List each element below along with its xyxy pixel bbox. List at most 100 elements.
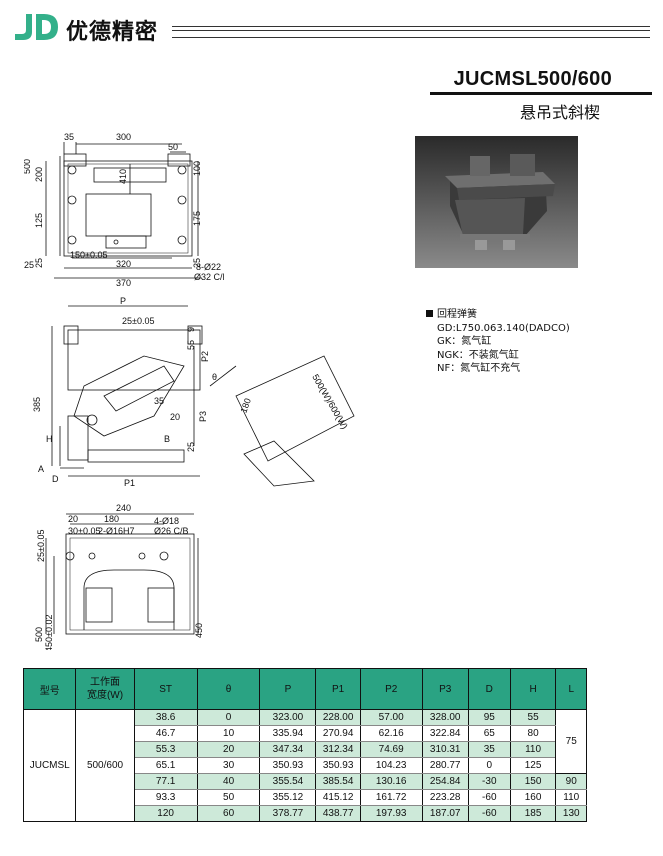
dim-180: 180 (238, 397, 253, 415)
cell: 46.7 (133, 725, 198, 742)
cell: 197.93 (359, 805, 423, 822)
legend-item: NGK：不装氮气缸 (437, 349, 519, 361)
cell: 60 (196, 805, 261, 822)
col-header-st: ST (133, 668, 198, 710)
table-row: 93.3 50 355.12 415.12 161.72 223.28 -60 … (24, 789, 587, 806)
cell: 185 (509, 805, 557, 822)
side-view-drawing: P 25±0.05 9 55 P2 θ 385 35 20 P3 H B 25 … (32, 296, 355, 488)
dim-55: 55 (186, 340, 196, 350)
cell: 120 (133, 805, 198, 822)
cell: 228.00 (315, 709, 361, 726)
cell: 125 (509, 757, 557, 774)
dim-H: H (46, 434, 53, 444)
dim-25: 25 (34, 258, 44, 268)
col-header-p1: P1 (315, 668, 361, 710)
legend-item: NF：氮气缸不充气 (437, 363, 521, 374)
holes-18-label: 4-Ø18 (154, 516, 179, 526)
cell: 95 (467, 709, 511, 726)
model-title: JUCMSL500/600 (453, 68, 612, 90)
cell: 355.54 (259, 773, 317, 790)
cell: 347.34 (259, 741, 317, 758)
cell: 130.16 (359, 773, 423, 790)
cell: 378.77 (259, 805, 317, 822)
top-view-drawing: 35 300 50 500 200 100 410 175 125 25 25 … (24, 132, 224, 288)
dim-385: 385 (32, 397, 42, 412)
cell: 150 (509, 773, 557, 790)
dim-370: 370 (116, 278, 131, 288)
col-header-l: L (555, 668, 587, 710)
legend-title: 回程弹簧 (437, 309, 477, 320)
cell-l: 75 (555, 709, 587, 774)
cell: 0 (467, 757, 511, 774)
dim-25-tol: 25±0.05 (36, 530, 46, 562)
cell: 161.72 (359, 789, 423, 806)
cell: 335.94 (259, 725, 317, 742)
counterbore-label: Ø26 C/B (154, 526, 189, 536)
legend-item: GD:L750.063.140(DADCO) (437, 322, 570, 334)
cell: -60 (467, 789, 511, 806)
spec-table: 型号 工作面 宽度(W) ST θ P P1 P2 P3 D H L JUCMS… (22, 668, 587, 822)
dim-125: 125 (34, 213, 44, 228)
dim-150: 150±0.05 (70, 250, 107, 260)
dim-20: 20 (68, 514, 78, 524)
table-row: 46.7 10 335.94 270.94 62.16 322.84 65 80 (24, 725, 587, 742)
cell: 55 (509, 709, 557, 726)
cell: 57.00 (359, 709, 423, 726)
product-subtitle: 悬吊式斜楔 (519, 103, 600, 122)
brand-name: 优德精密 (66, 20, 159, 45)
cell: 65.1 (133, 757, 198, 774)
dim-50: 50 (168, 142, 178, 152)
cell: 50 (196, 789, 261, 806)
cell: 80 (509, 725, 557, 742)
dim-P: P (120, 296, 126, 306)
dim-450: 450 (194, 623, 204, 638)
cell: 350.93 (315, 757, 361, 774)
cell: 160 (509, 789, 557, 806)
table-row: 65.1 30 350.93 350.93 104.23 280.77 0 12… (24, 757, 587, 774)
dim-450-tol: 450±0.02 (44, 615, 54, 650)
cell: 350.93 (259, 757, 317, 774)
cell: 20 (196, 741, 261, 758)
cell: 55.3 (133, 741, 198, 758)
cell-model: JUCMSL (22, 709, 77, 822)
cell-l: 90 (555, 773, 587, 790)
col-header-p: P (259, 668, 317, 710)
cell: 30 (196, 757, 261, 774)
cell: 322.84 (421, 725, 469, 742)
cell: 385.54 (315, 773, 361, 790)
dim-100: 100 (192, 161, 202, 176)
cell-width: 500/600 (75, 709, 135, 822)
label-A: A (38, 464, 44, 474)
col-header-d: D (467, 668, 511, 710)
cell: 415.12 (315, 789, 361, 806)
dim-P1: P1 (124, 478, 135, 488)
cell: 77.1 (133, 773, 198, 790)
pin-label: 2-Ø16H7 (98, 526, 135, 536)
cell-l: 130 (555, 805, 587, 822)
model-rule (430, 92, 652, 95)
dim-25-tol: 25±0.05 (122, 316, 154, 326)
cell: 438.77 (315, 805, 361, 822)
cell: 355.12 (259, 789, 317, 806)
dim-410: 410 (118, 169, 128, 184)
dim-320: 320 (116, 259, 131, 269)
dim-500: 500 (34, 627, 44, 642)
table-row: JUCMSL 500/600 38.6 0 323.00 228.00 57.0… (22, 709, 587, 822)
table-row: 120 60 378.77 438.77 197.93 187.07 -60 1… (24, 805, 587, 822)
cell: 40 (196, 773, 261, 790)
legend-item: GK：氮气缸 (437, 336, 492, 347)
dim-25: 25 (192, 258, 202, 268)
dim-width: 500(W)/600(W) (310, 373, 349, 431)
cell: 310.31 (421, 741, 469, 758)
cell: 74.69 (359, 741, 423, 758)
dim-9: 9 (186, 327, 196, 332)
cell: 254.84 (421, 773, 469, 790)
cell: 10 (196, 725, 261, 742)
dim-D: D (52, 474, 59, 484)
dim-200: 200 (34, 167, 44, 182)
cell: -30 (467, 773, 511, 790)
cell: 62.16 (359, 725, 423, 742)
cell: 270.94 (315, 725, 361, 742)
dim-P3: P3 (198, 411, 208, 422)
dim-240: 240 (116, 503, 131, 513)
